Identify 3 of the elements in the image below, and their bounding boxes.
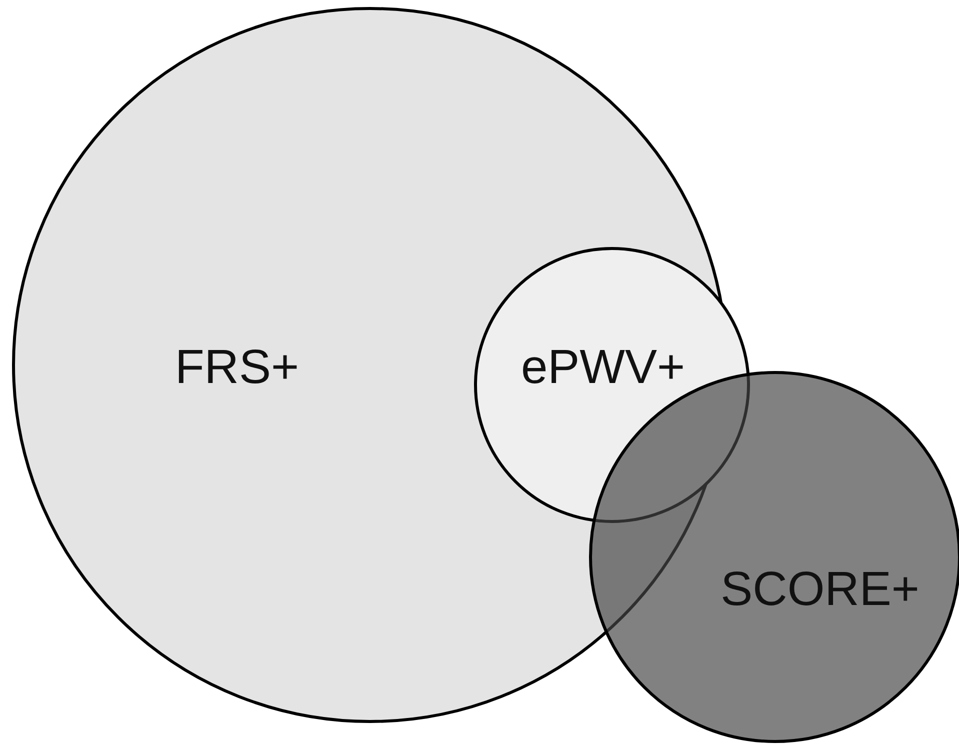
set-label: SCORE+ — [720, 566, 920, 614]
set-label: FRS+ — [174, 344, 300, 392]
set-label: ePWV+ — [520, 344, 686, 392]
